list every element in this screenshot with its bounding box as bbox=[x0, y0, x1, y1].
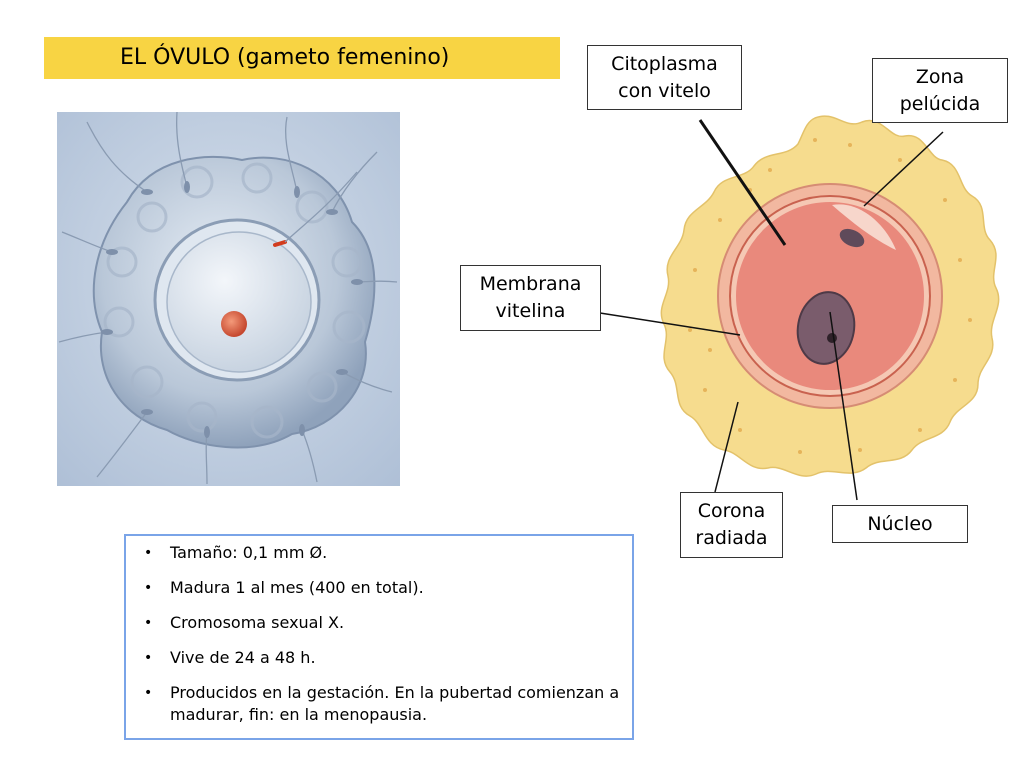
list-item: • Cromosoma sexual X. bbox=[138, 612, 622, 634]
list-item: • Madura 1 al mes (400 en total). bbox=[138, 577, 622, 599]
fact-text: Vive de 24 a 48 h. bbox=[170, 648, 316, 667]
label-corona-radiada: Corona radiada bbox=[680, 492, 783, 558]
label-nucleo: Núcleo bbox=[832, 505, 968, 543]
bullet: • bbox=[144, 685, 153, 701]
bullet: • bbox=[144, 615, 153, 631]
fact-text: Madura 1 al mes (400 en total). bbox=[170, 578, 424, 597]
page-title: EL ÓVULO (gameto femenino) bbox=[44, 37, 560, 79]
label-zona-pelucida: Zona pelúcida bbox=[872, 58, 1008, 123]
list-item: • Tamaño: 0,1 mm Ø. bbox=[138, 542, 622, 564]
fact-text: Tamaño: 0,1 mm Ø. bbox=[170, 543, 328, 562]
fact-text: Cromosoma sexual X. bbox=[170, 613, 345, 632]
label-membrana-vitelina: Membrana vitelina bbox=[460, 265, 601, 331]
bullet: • bbox=[144, 650, 153, 666]
list-item: • Producidos en la gestación. En la puber… bbox=[138, 682, 622, 726]
facts-box: • Tamaño: 0,1 mm Ø. • Madura 1 al mes (400… bbox=[124, 534, 634, 740]
list-item: • Vive de 24 a 48 h. bbox=[138, 647, 622, 669]
fact-text: Producidos en la gestación. En la pubert… bbox=[170, 683, 620, 724]
bullet: • bbox=[144, 580, 153, 596]
facts-list: • Tamaño: 0,1 mm Ø. • Madura 1 al mes (400… bbox=[138, 542, 622, 726]
bullet: • bbox=[144, 545, 153, 561]
label-citoplasma: Citoplasma con vitelo bbox=[587, 45, 742, 110]
ovum-diagram bbox=[660, 115, 1000, 477]
ovum-sperm-illustration bbox=[57, 112, 400, 486]
